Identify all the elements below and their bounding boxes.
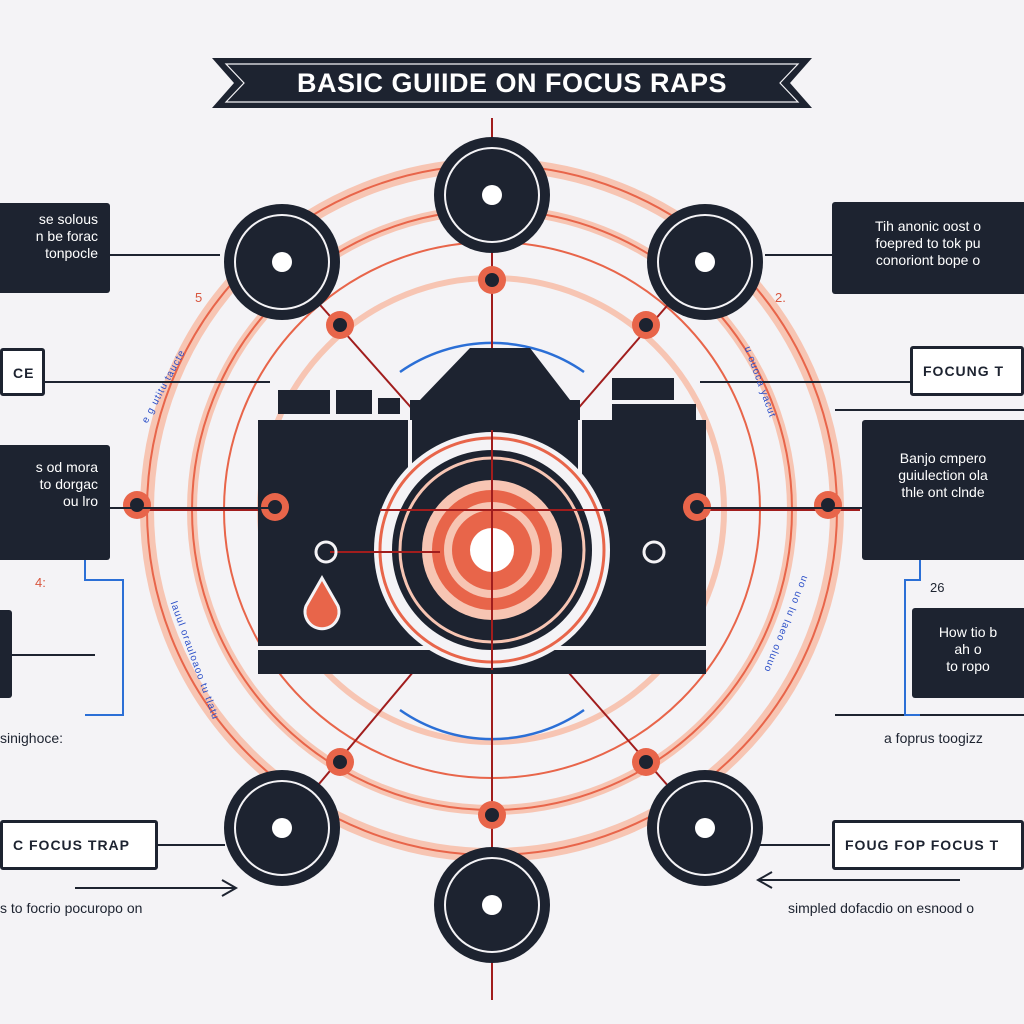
marker-lower-right	[632, 748, 660, 776]
marker-upper-left	[326, 311, 354, 339]
marker-lower-left	[326, 748, 354, 776]
right-caption: a foprus toogizz	[884, 730, 983, 746]
outer-nodes	[224, 137, 763, 963]
right-outline-box-text: FOCUNG T	[923, 363, 1005, 379]
right-box-3-line-2: ah o	[954, 641, 982, 657]
right-outline-box: FOCUNG T	[910, 346, 1024, 396]
node-top-left	[224, 204, 340, 320]
page-title: BASIC GUIIDE ON FOCUS RAPS	[296, 68, 728, 98]
left-box-2-line-1: s od mora	[35, 459, 98, 475]
right-box-3-line-1: How tio b	[938, 624, 998, 640]
right-box-2-line-3: thle ont clnde	[901, 484, 985, 500]
left-box-2-line-3: ou lro	[62, 493, 98, 509]
left-outline-box: CE	[0, 348, 45, 396]
blue-brackets	[84, 560, 921, 716]
left-info-box-2: s od mora to dorgac ou lro	[0, 445, 110, 560]
right-bottom-box-text: FOUG FOP FOCUS T	[845, 837, 1000, 853]
right-info-box-2: Banjo cmpero guiulection ola thle ont cl…	[862, 420, 1024, 560]
right-box-2-line-2: guiulection ola	[898, 467, 988, 483]
node-bottom-left	[224, 770, 340, 886]
left-info-box-3-edge	[0, 610, 12, 698]
arrow-right	[755, 871, 960, 889]
arrow-left	[75, 879, 239, 897]
focus-markers	[123, 266, 842, 829]
left-box-1-line-3: tonpocle	[45, 245, 98, 261]
node-bottom-right	[647, 770, 763, 886]
right-info-box-1: Tih anonic oost o foepred to tok pu cono…	[832, 202, 1024, 294]
side-connectors	[12, 254, 1024, 846]
title-banner: BASIC GUIIDE ON FOCUS RAPS	[212, 58, 812, 108]
number-mid-right: 26	[930, 580, 945, 595]
node-top-right	[647, 204, 763, 320]
number-mid-left: 4:	[35, 575, 46, 590]
number-top-right: 2.	[775, 290, 786, 305]
right-box-2-line-1: Banjo cmpero	[899, 450, 987, 466]
marker-right-inner	[683, 493, 711, 521]
left-outline-box-text: CE	[13, 365, 35, 381]
right-box-1-line-3: conoriont bope o	[875, 252, 981, 268]
right-box-1-line-2: foepred to tok pu	[875, 235, 981, 251]
marker-right-outer	[814, 491, 842, 519]
marker-top	[478, 266, 506, 294]
banner-ribbon-shape	[212, 58, 812, 108]
marker-left-outer	[123, 491, 151, 519]
left-box-1-line-2: n be forac	[35, 228, 98, 244]
left-caption: sinighoce:	[0, 730, 64, 746]
right-box-3-line-3: to ropo	[946, 658, 990, 674]
left-arrow-caption: s to focrio pocuropo on	[0, 900, 143, 916]
left-box-2-line-2: to dorgac	[39, 476, 98, 492]
right-info-box-3: How tio b ah o to ropo	[912, 608, 1024, 698]
left-bottom-box: C FOCUS TRAP	[0, 820, 158, 870]
number-top-left: 5	[195, 290, 203, 305]
right-box-1-line-1: Tih anonic oost o	[874, 218, 982, 234]
right-arrow-caption: simpled dofacdio on esnood o	[788, 900, 975, 916]
right-bottom-box: FOUG FOP FOCUS T	[832, 820, 1024, 870]
node-bottom	[434, 847, 550, 963]
marker-upper-right	[632, 311, 660, 339]
left-bottom-box-text: C FOCUS TRAP	[13, 837, 130, 853]
marker-bottom	[478, 801, 506, 829]
node-top	[434, 137, 550, 253]
camera-icon	[258, 348, 706, 674]
left-box-1-line-1: se solous	[38, 211, 98, 227]
left-info-box-1: se solous n be forac tonpocle	[0, 203, 110, 293]
